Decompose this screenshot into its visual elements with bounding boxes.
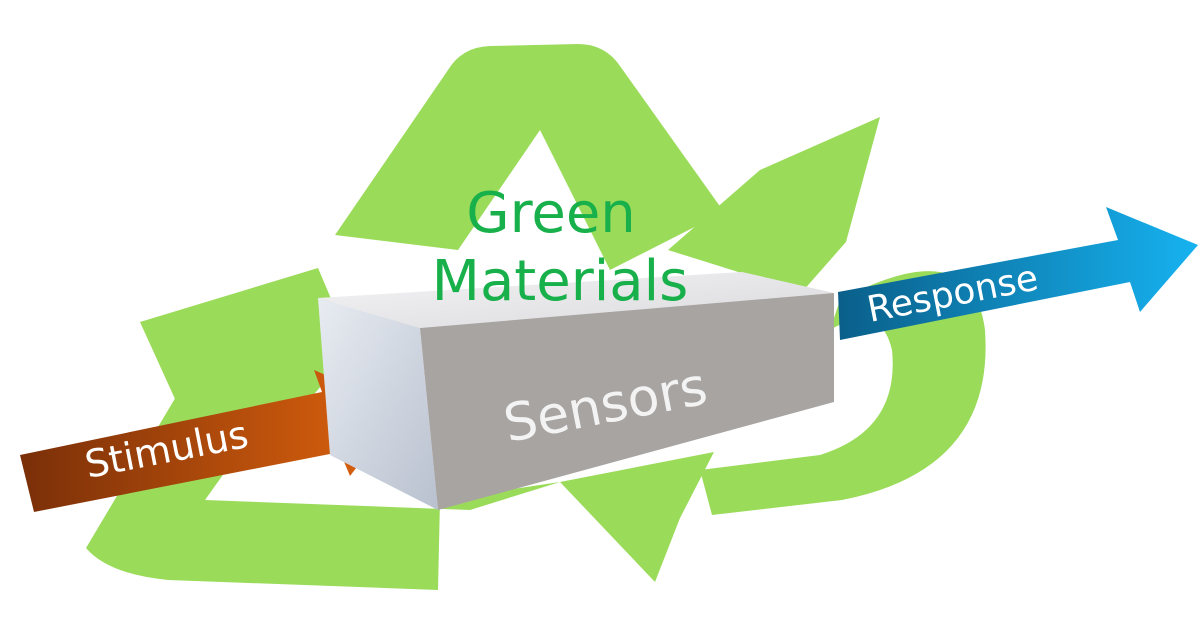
recycle-arrowhead-bottom xyxy=(560,452,714,582)
sensors-box-top xyxy=(318,272,834,328)
stimulus-arrow: Stimulus xyxy=(20,370,402,512)
sensors-box: Sensors xyxy=(318,272,834,510)
recycle-arc-right xyxy=(700,271,986,515)
sensors-box-side xyxy=(318,298,438,510)
title-line-2: Materials xyxy=(432,249,689,314)
title-line-1: Green xyxy=(466,181,636,246)
title: Green Materials xyxy=(432,181,689,314)
recycle-arc-top xyxy=(335,44,724,270)
arrow-right-icon xyxy=(838,207,1198,340)
arrow-right-icon xyxy=(20,370,402,512)
recycle-arrowhead-right xyxy=(668,117,880,292)
sensors-box-front xyxy=(420,293,834,510)
recycle-arrowhead-left xyxy=(140,268,372,455)
response-arrow: Response xyxy=(838,207,1198,340)
